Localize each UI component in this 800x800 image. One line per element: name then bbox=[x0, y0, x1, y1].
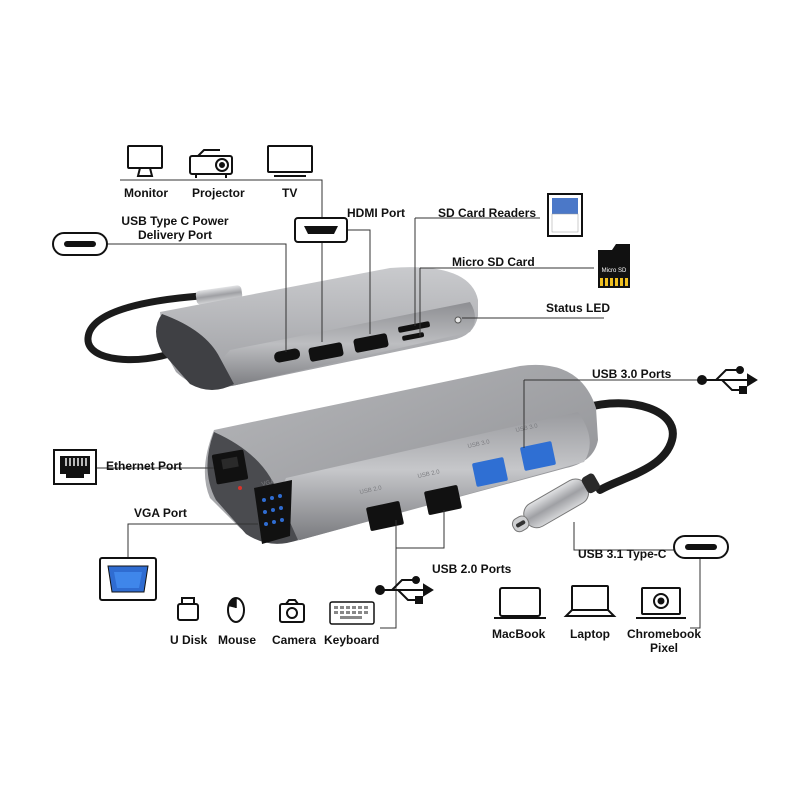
label-usb-c-power-line1: USB Type C Power bbox=[121, 214, 229, 228]
hub-front-face-bottom bbox=[275, 412, 590, 540]
marking-vga: VGA bbox=[261, 479, 275, 488]
hub-cable-top bbox=[84, 292, 204, 364]
leader-usb-c-power bbox=[105, 243, 287, 352]
leader-vga bbox=[127, 523, 258, 560]
port-sd-slot bbox=[398, 321, 430, 333]
monitor-icon bbox=[127, 145, 163, 177]
hub-side-usb: USB 2.0 USB 2.0 USB 3.0 USB 3.0 VGA bbox=[204, 364, 677, 544]
mouse-icon bbox=[227, 597, 245, 623]
hub-cable-bottom bbox=[581, 399, 677, 494]
label-vga-port: VGA Port bbox=[134, 506, 187, 520]
usb-c-icon bbox=[52, 232, 108, 256]
label-monitor: Monitor bbox=[124, 186, 168, 200]
label-chromebook: Chromebook Pixel bbox=[624, 627, 704, 655]
ethernet-led bbox=[238, 486, 242, 490]
label-tv: TV bbox=[282, 186, 298, 200]
micro-sd-icon-text: Micro SD bbox=[602, 268, 627, 274]
port-hdmi-2 bbox=[353, 333, 389, 353]
label-hdmi-port: HDMI Port bbox=[347, 206, 405, 220]
label-usb-3-0-ports: USB 3.0 Ports bbox=[592, 367, 672, 381]
port-usb30-right bbox=[520, 441, 556, 471]
leader-hdmi-join bbox=[348, 229, 371, 240]
label-usb-c-power-line2: Delivery Port bbox=[137, 228, 213, 242]
label-projector: Projector bbox=[192, 186, 245, 200]
leader-usb31-down bbox=[690, 556, 701, 629]
label-usb-2-0-ports: USB 2.0 Ports bbox=[432, 562, 512, 576]
label-usb-c-power: USB Type C Power Delivery Port bbox=[118, 214, 232, 242]
tv-icon bbox=[267, 145, 313, 177]
ethernet-icon bbox=[53, 449, 97, 485]
port-usb20-left bbox=[366, 501, 404, 531]
u-disk-icon bbox=[177, 597, 199, 621]
port-ethernet-inner bbox=[221, 456, 239, 470]
vga-icon bbox=[99, 557, 157, 601]
label-laptop: Laptop bbox=[570, 627, 610, 641]
leader-usb31 bbox=[573, 522, 674, 551]
hdmi-port-icon bbox=[294, 217, 348, 243]
marking-usb20-b: USB 2.0 bbox=[417, 469, 441, 480]
micro-sd-card-icon: Micro SD bbox=[598, 244, 630, 288]
port-usb20-right bbox=[424, 485, 462, 515]
status-led-dot bbox=[454, 316, 462, 324]
keyboard-icon bbox=[329, 601, 375, 625]
label-sd-card-readers: SD Card Readers bbox=[438, 206, 537, 220]
projector-icon bbox=[189, 149, 233, 178]
marking-usb20-a: USB 2.0 bbox=[359, 485, 383, 496]
label-chromebook-line2: Pixel bbox=[649, 641, 679, 655]
sd-card-icon bbox=[547, 193, 583, 237]
hub-dark-end-top bbox=[156, 314, 234, 390]
label-camera: Camera bbox=[272, 633, 317, 647]
label-keyboard: Keyboard bbox=[324, 633, 380, 647]
label-mouse: Mouse bbox=[218, 633, 257, 647]
label-ethernet-port: Ethernet Port bbox=[106, 459, 183, 473]
vga-pins bbox=[262, 494, 284, 526]
label-u-disk: U Disk bbox=[170, 633, 208, 647]
usb-c-plug bbox=[511, 473, 600, 533]
hub-front-face-top bbox=[215, 302, 476, 386]
label-macbook: MacBook bbox=[492, 627, 546, 641]
leader-lines bbox=[96, 179, 701, 629]
leader-usb20-down bbox=[380, 548, 397, 629]
usb-symbol-icon bbox=[697, 366, 758, 394]
label-chromebook-line1: Chromebook bbox=[626, 627, 701, 641]
chromebook-icon bbox=[636, 587, 686, 619]
label-micro-sd-card: Micro SD Card bbox=[452, 255, 535, 269]
hub-side-hdmi bbox=[84, 267, 478, 390]
camera-icon bbox=[279, 599, 305, 623]
marking-usb30-a: USB 3.0 bbox=[467, 439, 491, 450]
leader-usb20 bbox=[395, 510, 445, 549]
marking-usb30-b: USB 3.0 bbox=[515, 423, 539, 434]
laptop-icon bbox=[563, 585, 617, 617]
port-usb-c-top bbox=[274, 348, 301, 363]
port-hdmi-1 bbox=[308, 342, 344, 362]
port-usb30-left bbox=[472, 457, 508, 487]
usb-c-icon-2 bbox=[673, 535, 729, 559]
leader-displays bbox=[120, 179, 323, 218]
usb-symbol-icon-2 bbox=[375, 576, 434, 604]
port-microsd-slot bbox=[402, 332, 425, 341]
label-usb-3-1-type-c: USB 3.1 Type-C bbox=[578, 547, 667, 561]
label-status-led: Status LED bbox=[546, 301, 611, 315]
macbook-icon bbox=[494, 587, 546, 619]
